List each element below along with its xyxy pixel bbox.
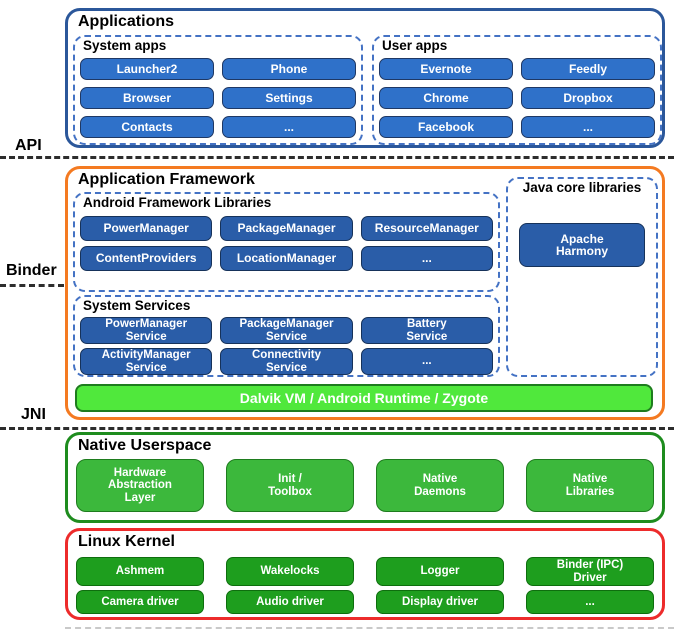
user-app-facebook: Facebook [379,116,513,138]
kernel-more: ... [526,590,654,614]
user-app-dropbox: Dropbox [521,87,655,109]
system-apps-title: System apps [83,38,167,53]
binder-layer-label: Binder [6,262,57,279]
java-core-libraries-title: Java core libraries [522,180,642,195]
kernel-logger: Logger [376,557,504,586]
kernel-camera-driver: Camera driver [76,590,204,614]
system-app-more: ... [222,116,356,138]
lib-more: ... [360,246,493,271]
user-app-more: ... [521,116,655,138]
applications-title: Applications [78,13,175,30]
system-apps-group: System apps Launcher2 Phone Browser Sett… [73,35,363,145]
kernel-wakelocks: Wakelocks [226,557,354,586]
kernel-display-driver: Display driver [376,590,504,614]
apache-harmony-block: Apache Harmony [519,223,645,267]
application-framework-title: Application Framework [78,171,255,188]
api-layer-label: API [15,137,42,154]
applications-layer-box: Applications System apps Launcher2 Phone… [65,8,665,148]
native-hal-block: Hardware Abstraction Layer [76,459,204,512]
native-daemons-block: Native Daemons [376,459,504,512]
service-connectivity: Connectivity Service [220,348,353,375]
system-app-contacts: Contacts [80,116,214,138]
dalvik-runtime-bar: Dalvik VM / Android Runtime / Zygote [75,384,653,412]
jni-layer-label: JNI [21,406,46,423]
service-battery: Battery Service [360,317,493,344]
application-framework-layer-box: Application Framework Android Framework … [65,166,665,420]
lib-locationmanager: LocationManager [220,246,353,271]
linux-kernel-layer-box: Linux Kernel Ashmem Wakelocks Logger Bin… [65,528,665,620]
user-app-evernote: Evernote [379,58,513,80]
jni-separator-line [0,427,674,430]
user-app-feedly: Feedly [521,58,655,80]
system-services-title: System Services [83,298,191,313]
kernel-audio-driver: Audio driver [226,590,354,614]
service-powermanager: PowerManager Service [80,317,213,344]
user-app-chrome: Chrome [379,87,513,109]
kernel-binder-ipc-driver: Binder (IPC) Driver [526,557,654,586]
native-userspace-layer-box: Native Userspace Hardware Abstraction La… [65,432,665,523]
java-core-libraries-group: Java core libraries Apache Harmony [506,177,658,377]
service-packagemanager: PackageManager Service [220,317,353,344]
native-userspace-title: Native Userspace [78,437,212,454]
bottom-separator-line [65,627,674,629]
linux-kernel-title: Linux Kernel [78,533,175,550]
kernel-ashmem: Ashmem [76,557,204,586]
user-apps-title: User apps [382,38,448,53]
native-init-toolbox-block: Init / Toolbox [226,459,354,512]
system-app-settings: Settings [222,87,356,109]
lib-powermanager: PowerManager [80,216,213,241]
lib-contentproviders: ContentProviders [80,246,213,271]
lib-packagemanager: PackageManager [220,216,353,241]
system-services-group: System Services PowerManager Service Pac… [73,295,500,377]
api-separator-line [0,156,674,159]
user-apps-group: User apps Evernote Feedly Chrome Dropbox… [372,35,662,145]
lib-resourcemanager: ResourceManager [360,216,493,241]
android-framework-libraries-group: Android Framework Libraries PowerManager… [73,192,500,292]
system-app-browser: Browser [80,87,214,109]
service-more: ... [360,348,493,375]
native-libraries-block: Native Libraries [526,459,654,512]
binder-separator-line [0,284,64,287]
system-app-phone: Phone [222,58,356,80]
service-activitymanager: ActivityManager Service [80,348,213,375]
system-app-launcher2: Launcher2 [80,58,214,80]
android-framework-libraries-title: Android Framework Libraries [83,195,272,210]
